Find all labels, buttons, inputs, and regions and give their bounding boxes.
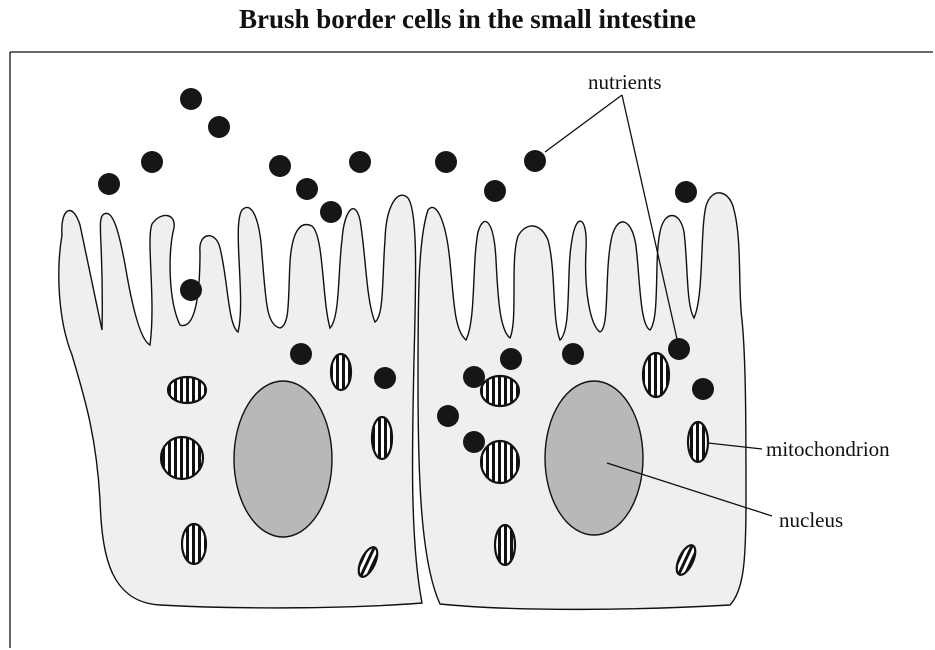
- nutrient-particle: [484, 180, 506, 202]
- nutrient-particle: [562, 343, 584, 365]
- nutrient-particle: [349, 151, 371, 173]
- mitochondrion-icon: [372, 417, 392, 459]
- nutrient-particle: [500, 348, 522, 370]
- nutrients-label: nutrients: [588, 70, 662, 94]
- nutrient-particle: [463, 366, 485, 388]
- nucleus-label: nucleus: [779, 508, 843, 532]
- mitochondrion-icon: [495, 525, 515, 565]
- mitochondrion-icon: [481, 376, 519, 406]
- left-cell: [59, 195, 422, 608]
- nutrient-particle: [180, 88, 202, 110]
- mitochondrion-icon: [161, 437, 203, 479]
- mitochondrion-icon: [643, 353, 669, 397]
- nutrient-particle: [524, 150, 546, 172]
- mitochondrion-icon: [182, 524, 206, 564]
- mitochondrion-icon: [481, 441, 519, 483]
- nucleus-left: [234, 381, 332, 537]
- nutrient-particle: [320, 201, 342, 223]
- nutrient-particle: [141, 151, 163, 173]
- nutrient-particle: [296, 178, 318, 200]
- nutrient-particle: [463, 431, 485, 453]
- nutrient-particle: [435, 151, 457, 173]
- nutrient-particle: [374, 367, 396, 389]
- nutrient-particle: [668, 338, 690, 360]
- nutrient-particle: [437, 405, 459, 427]
- nutrient-particle: [269, 155, 291, 177]
- mitochondrion-icon: [331, 354, 351, 390]
- nutrients-leader-line: [545, 95, 622, 152]
- nucleus-right: [545, 381, 643, 535]
- nutrient-particle: [290, 343, 312, 365]
- nutrient-particle: [692, 378, 714, 400]
- nutrient-particle: [98, 173, 120, 195]
- mitochondrion-icon: [168, 377, 206, 403]
- nutrient-particle: [675, 181, 697, 203]
- mitochondrion-icon: [688, 422, 708, 462]
- mitochondrion-label: mitochondrion: [766, 437, 890, 461]
- nutrient-particle: [208, 116, 230, 138]
- nutrient-particle: [180, 279, 202, 301]
